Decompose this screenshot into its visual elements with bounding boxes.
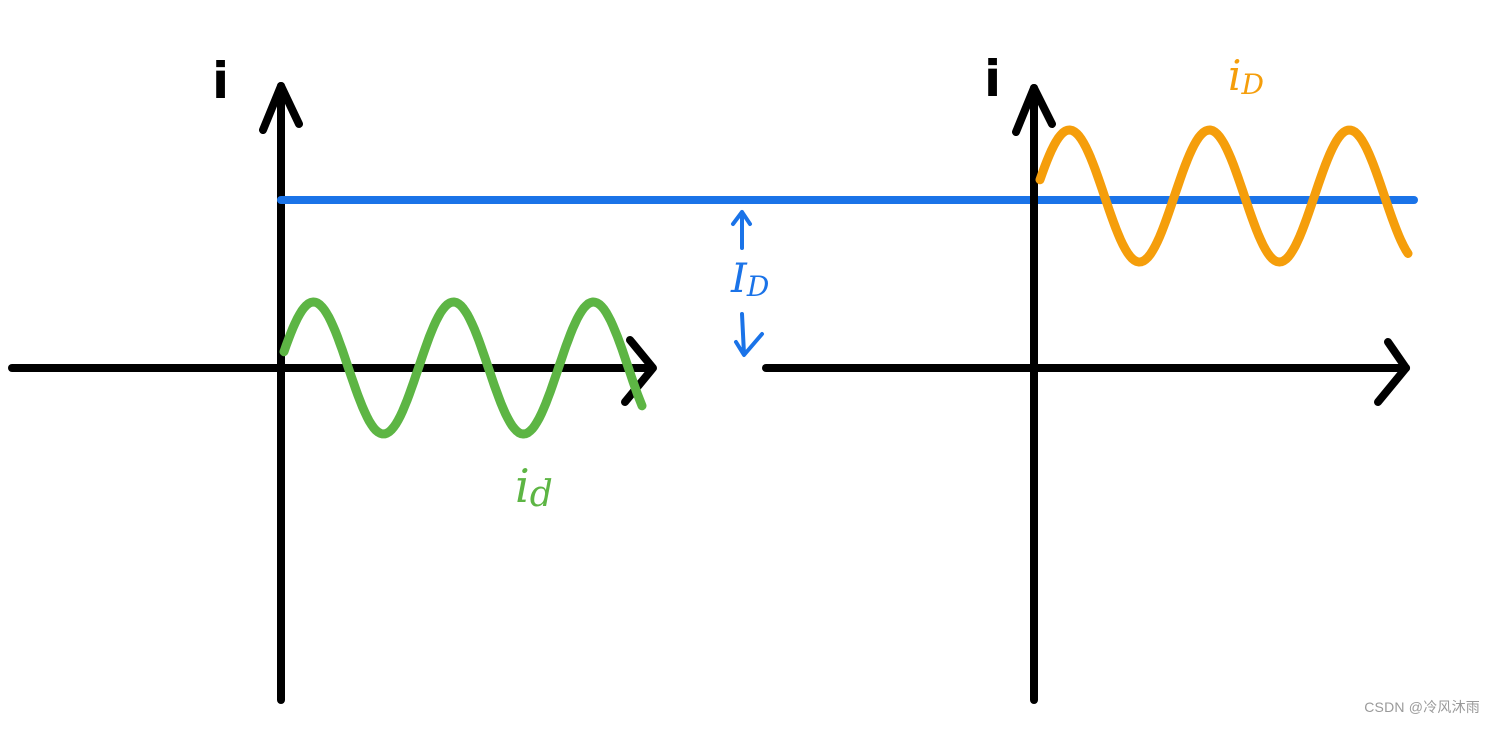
total-signal-label-sub: D (1240, 68, 1263, 101)
watermark-text: CSDN @冷风沐雨 (1364, 699, 1480, 715)
dc-level-label-sub: D (746, 270, 769, 303)
right-x-arrow-icon (1374, 338, 1410, 406)
left-y-arrow-icon (259, 82, 303, 134)
dc-up-arrow-icon (731, 210, 752, 250)
ac-signal-label: id (515, 459, 553, 515)
dc-down-arrow-icon (734, 312, 764, 357)
dc-level-label: ID (730, 256, 769, 303)
ac-signal-curve (279, 297, 647, 439)
dc-level: ID (277, 196, 1418, 357)
total-signal-label: iD (1228, 51, 1264, 101)
left-plot: i id (8, 52, 657, 704)
total-signal-curve (1035, 125, 1413, 267)
right-y-label: i (984, 50, 1001, 108)
left-y-label: i (212, 52, 229, 110)
right-y-arrow-icon (1012, 84, 1056, 136)
ac-signal-label-main: i (515, 459, 530, 513)
ac-signal-label-sub: d (530, 474, 553, 515)
total-signal-label-main: i (1228, 51, 1241, 100)
right-plot: i iD (762, 50, 1413, 704)
dc-level-label-main: I (730, 256, 748, 302)
